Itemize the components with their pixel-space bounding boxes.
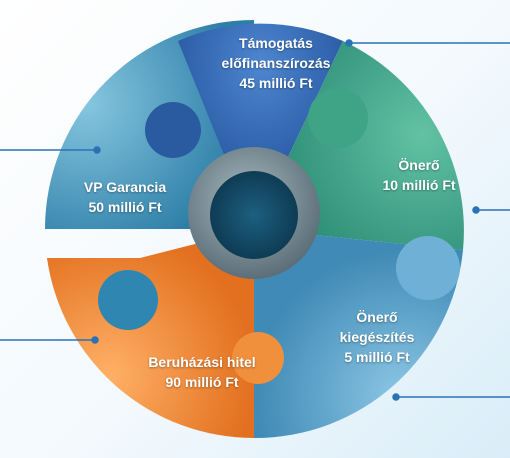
label-beruhazasi-hitel: Beruházási hitel 90 millió Ft	[148, 352, 255, 392]
puzzle-knob-teal	[98, 270, 158, 330]
label-vp-garancia-line2: 50 millió Ft	[88, 199, 162, 215]
label-tamogatas-line1: Támogatás	[239, 35, 313, 51]
label-onero-kiegeszites-line1: Önerő	[356, 309, 398, 325]
label-vp-garancia-line1: VP Garancia	[83, 179, 167, 195]
puzzle-knob-green	[308, 88, 368, 148]
callout-lines	[0, 39, 510, 401]
label-onero-line1: Önerő	[398, 157, 440, 173]
label-tamogatas-line3: 45 millió Ft	[239, 75, 313, 91]
puzzle-knob-blue	[145, 102, 201, 158]
segment-beruhazasi-hitel	[47, 229, 254, 438]
segment-tamogatas	[178, 23, 343, 230]
label-onero-kiegeszites-line2: kiegészítés	[339, 329, 415, 345]
label-tamogatas: Támogatás előfinanszírozás 45 millió Ft	[222, 33, 331, 93]
label-onero-line2: 10 millió Ft	[382, 177, 456, 193]
puzzle-knob-orange	[232, 332, 284, 384]
label-tamogatas-line2: előfinanszírozás	[221, 55, 331, 71]
label-onero-kiegeszites: Önerő kiegészítés 5 millió Ft	[340, 307, 415, 367]
ring-center	[210, 171, 298, 259]
label-onero: Önerő 10 millió Ft	[382, 155, 455, 195]
label-vp-garancia: VP Garancia 50 millió Ft	[84, 177, 166, 217]
puzzle-knob-lightblue	[396, 236, 460, 300]
label-beruhazasi-hitel-line1: Beruházási hitel	[148, 354, 256, 370]
label-beruhazasi-hitel-line2: 90 millió Ft	[165, 374, 239, 390]
label-onero-kiegeszites-line3: 5 millió Ft	[344, 349, 410, 365]
